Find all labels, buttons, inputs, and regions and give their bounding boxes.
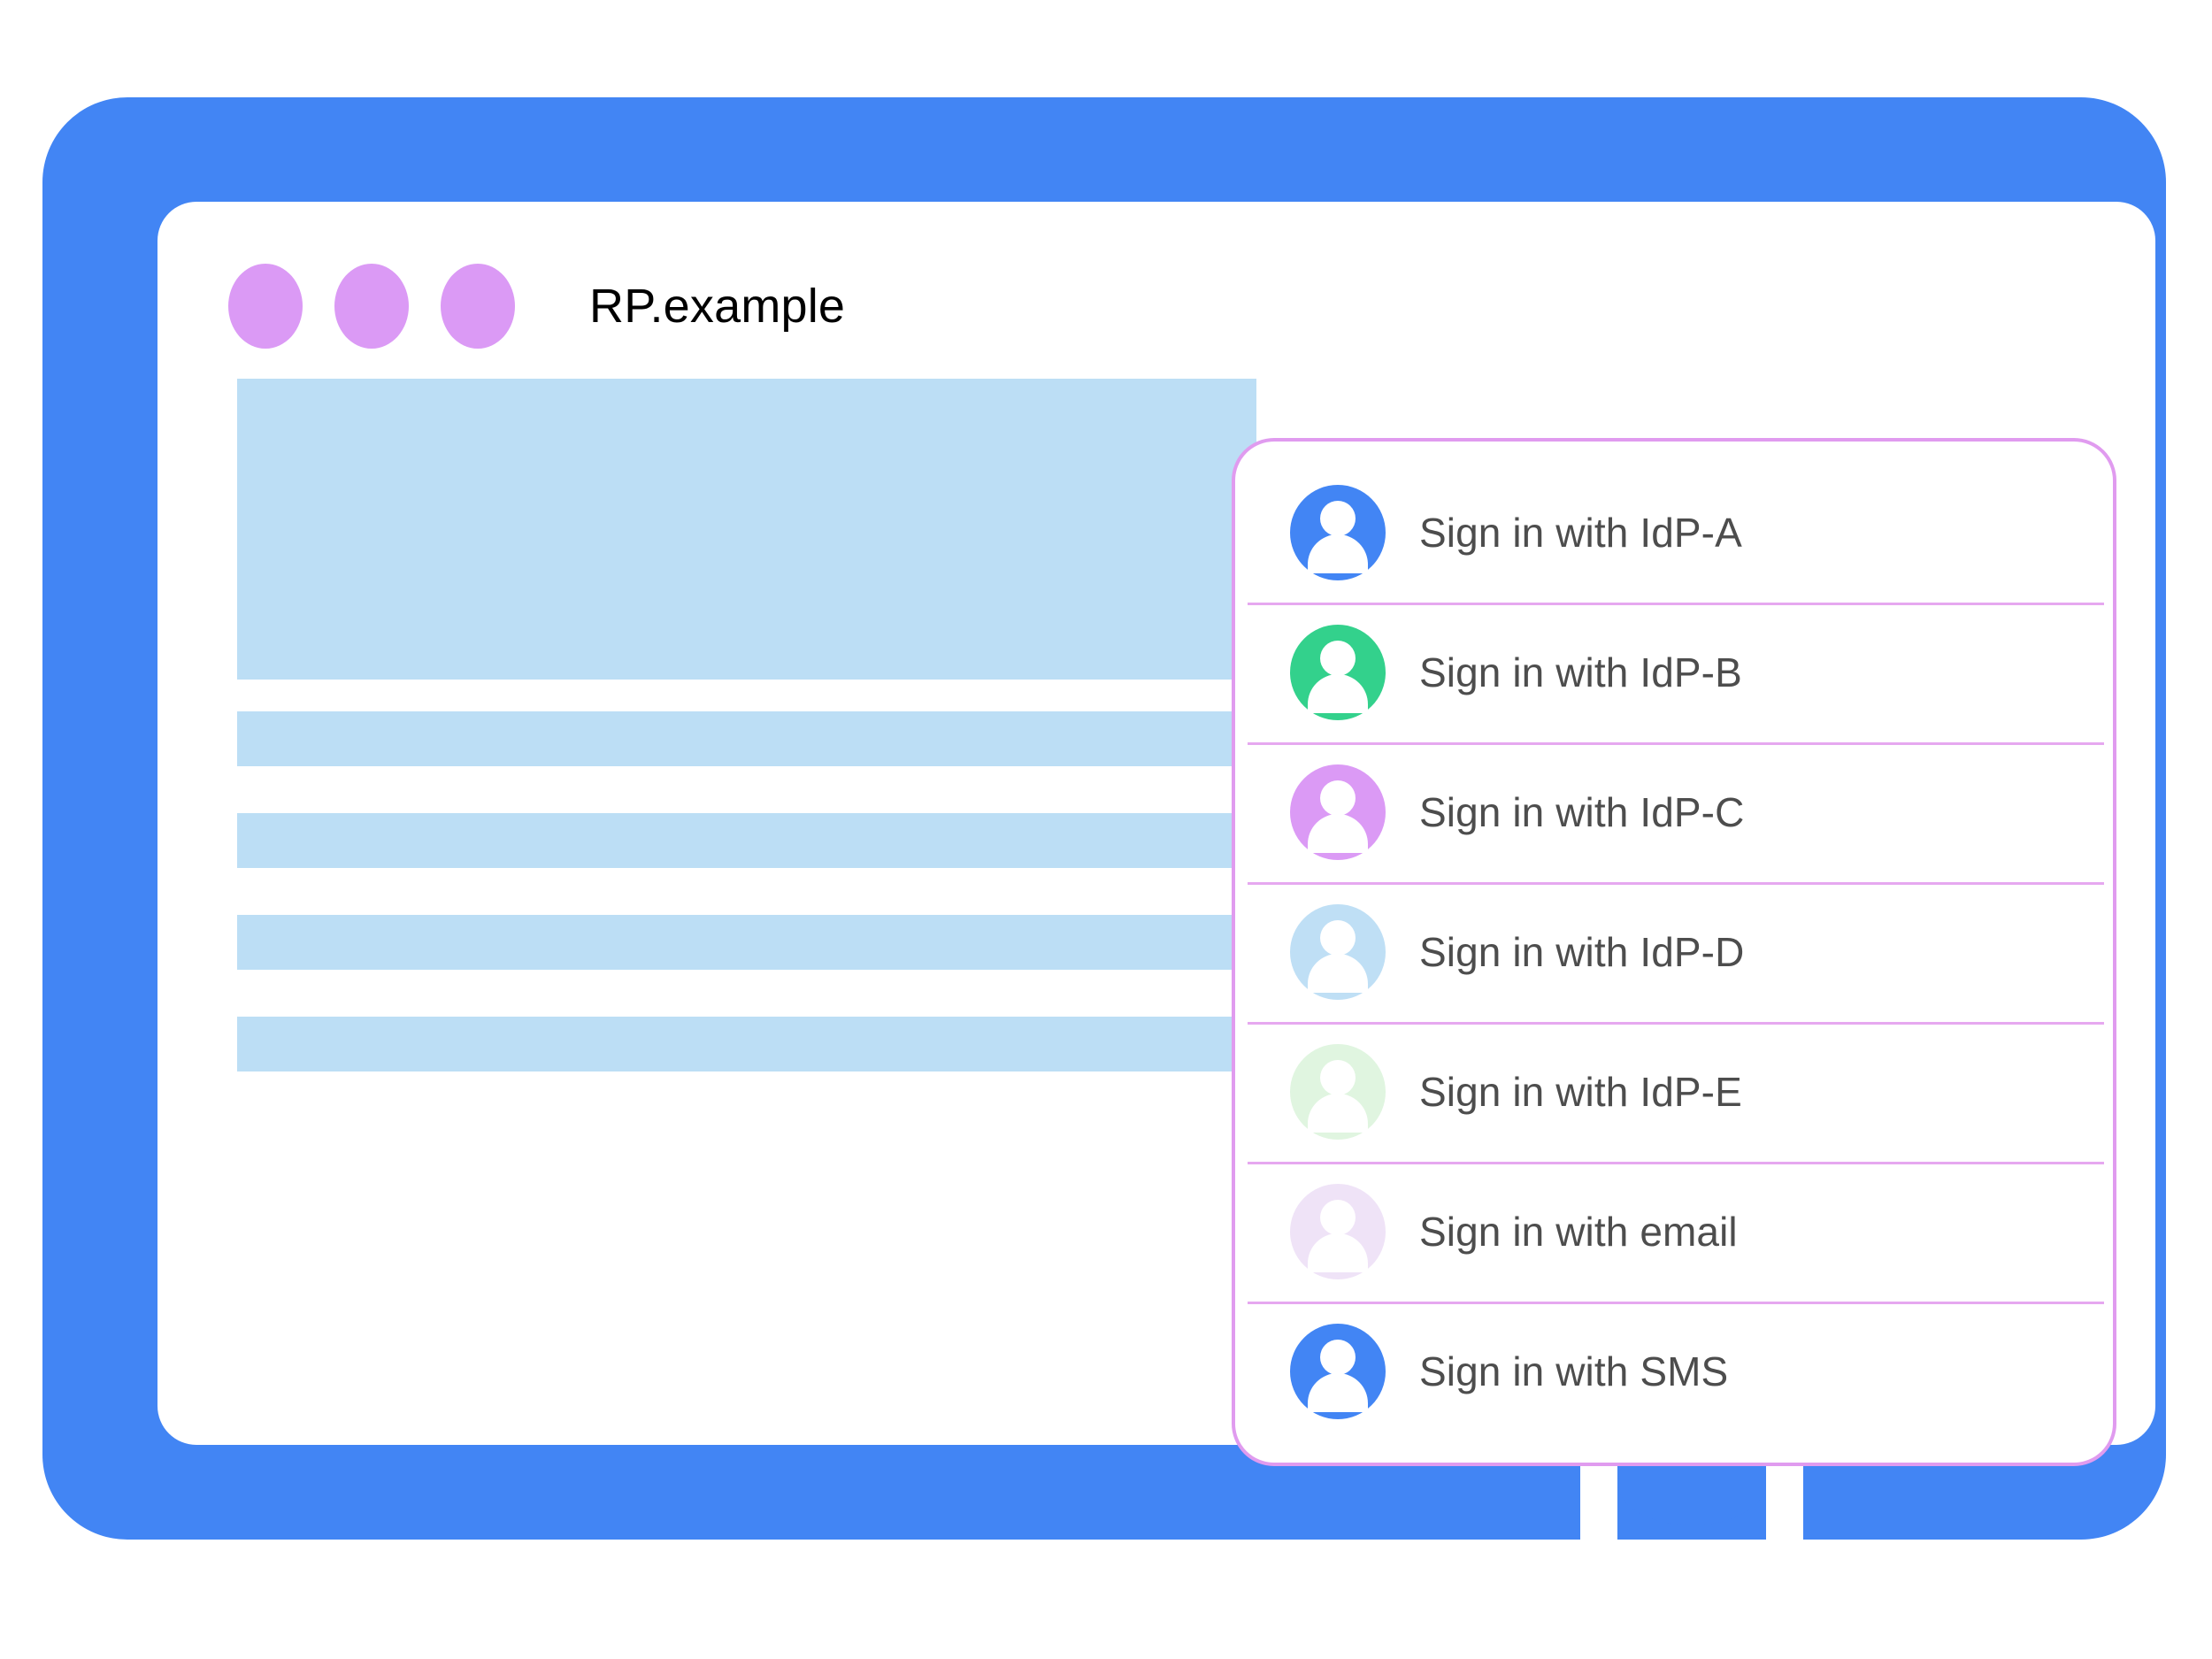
- page-content-skeleton: [237, 379, 1256, 1071]
- person-avatar-icon: [1290, 485, 1386, 580]
- signin-option-sms[interactable]: Sign in with SMS: [1235, 1302, 2113, 1441]
- signin-option-label: Sign in with IdP-B: [1419, 649, 1742, 695]
- person-avatar-icon: [1290, 1044, 1386, 1140]
- person-avatar-icon: [1290, 625, 1386, 720]
- signin-option-label: Sign in with IdP-D: [1419, 929, 1745, 975]
- signin-option-label: Sign in with email: [1419, 1209, 1738, 1255]
- signin-option-idp-a[interactable]: Sign in with IdP-A: [1235, 463, 2113, 603]
- content-placeholder-bar-1: [237, 711, 1256, 766]
- content-placeholder-bar-3: [237, 915, 1256, 970]
- signin-option-label: Sign in with IdP-E: [1419, 1069, 1742, 1115]
- person-avatar-icon: [1290, 1324, 1386, 1419]
- page-title: RP.example: [589, 280, 846, 333]
- content-placeholder-bar-4: [237, 1017, 1256, 1071]
- title-dot-3: [441, 264, 515, 349]
- title-dot-2: [334, 264, 409, 349]
- content-placeholder-hero: [237, 379, 1256, 680]
- content-placeholder-bar-2: [237, 813, 1256, 868]
- signin-option-label: Sign in with IdP-A: [1419, 510, 1742, 556]
- signin-option-email[interactable]: Sign in with email: [1235, 1162, 2113, 1302]
- signin-option-label: Sign in with SMS: [1419, 1348, 1729, 1394]
- signin-option-idp-b[interactable]: Sign in with IdP-B: [1235, 603, 2113, 742]
- title-dot-1: [228, 264, 303, 349]
- signin-chooser-panel: Sign in with IdP-A Sign in with IdP-B Si…: [1232, 438, 2116, 1466]
- browser-title-bar: RP.example: [228, 264, 845, 349]
- signin-option-idp-e[interactable]: Sign in with IdP-E: [1235, 1022, 2113, 1162]
- signin-option-idp-d[interactable]: Sign in with IdP-D: [1235, 882, 2113, 1022]
- signin-option-idp-c[interactable]: Sign in with IdP-C: [1235, 742, 2113, 882]
- person-avatar-icon: [1290, 904, 1386, 1000]
- signin-option-label: Sign in with IdP-C: [1419, 789, 1745, 835]
- person-avatar-icon: [1290, 764, 1386, 860]
- person-avatar-icon: [1290, 1184, 1386, 1279]
